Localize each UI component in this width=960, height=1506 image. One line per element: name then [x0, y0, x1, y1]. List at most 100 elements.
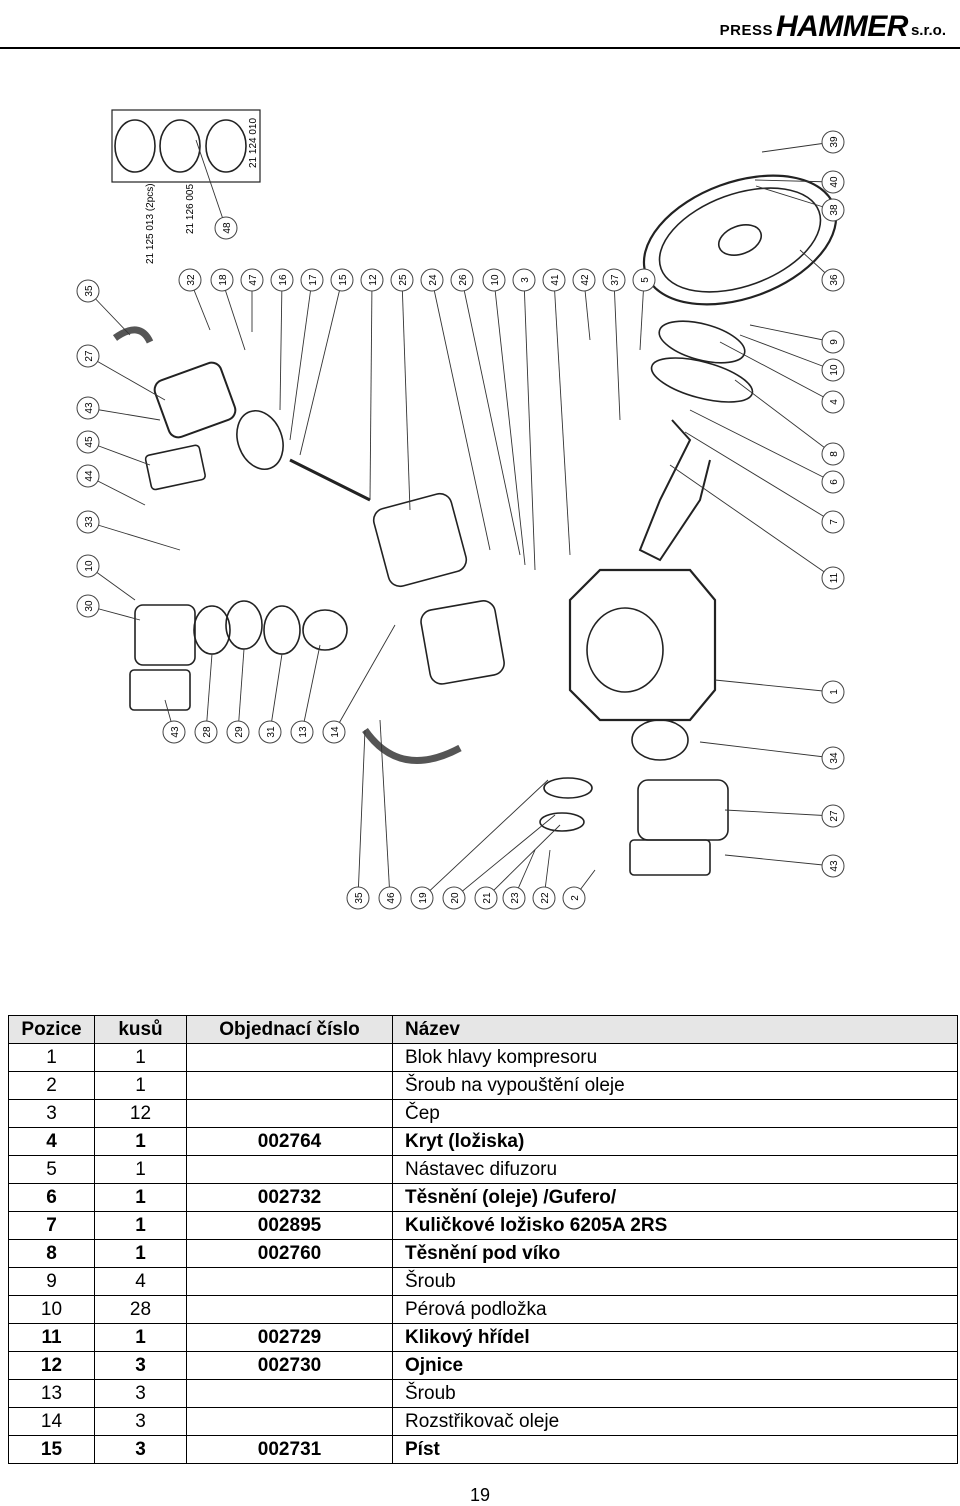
callout: 45 [76, 430, 100, 454]
cell-qty: 1 [94, 1323, 187, 1352]
callout-number: 47 [248, 274, 259, 286]
cell-qty: 1 [94, 1239, 187, 1268]
cell-code: 002729 [186, 1323, 393, 1352]
callout-number: 21 [482, 892, 493, 904]
cell-qty: 3 [94, 1407, 187, 1436]
cell-pos: 9 [8, 1267, 95, 1296]
cylinder-lower [420, 600, 505, 685]
table-header-row: Pozice kusů Objednací číslo Název [8, 1015, 958, 1044]
cell-name: Kryt (ložiska) [392, 1127, 958, 1156]
callout-number: 10 [84, 560, 95, 572]
callout-number: 43 [829, 860, 840, 872]
cell-pos: 4 [8, 1127, 95, 1156]
callout-number: 41 [550, 274, 561, 286]
flex-pipe-top [112, 326, 154, 344]
brand-logo: PRESS HAMMER s.r.o. [720, 6, 946, 44]
head-right [637, 779, 729, 841]
cell-name: Klikový hřídel [392, 1323, 958, 1352]
pulley-hub [717, 224, 763, 256]
filter-right [629, 839, 711, 876]
cell-pos: 12 [8, 1351, 95, 1380]
callout-number: 9 [829, 339, 840, 345]
cell-code: 002732 [186, 1183, 393, 1212]
leader-line [749, 324, 834, 343]
leader-line [739, 334, 834, 371]
callout-number: 46 [386, 892, 397, 904]
leader-line [301, 644, 321, 733]
cell-qty: 12 [94, 1099, 187, 1128]
brand-suffix: s.r.o. [910, 22, 946, 39]
callout: 3 [512, 268, 536, 292]
callout: 24 [420, 268, 444, 292]
callout-number: 27 [829, 810, 840, 822]
callout: 5 [632, 268, 656, 292]
callout: 43 [76, 396, 100, 420]
callout-number: 33 [84, 516, 95, 528]
callout-number: 30 [84, 600, 95, 612]
callout: 43 [162, 720, 186, 744]
inset-box [111, 109, 261, 183]
cell-pos: 3 [8, 1099, 95, 1128]
leader-line [553, 279, 571, 556]
cell-name: Čep [392, 1099, 958, 1128]
leader-line [431, 279, 491, 551]
callout-number: 26 [458, 274, 469, 286]
callout: 18 [210, 268, 234, 292]
piston-right [631, 719, 689, 761]
cell-qty: 1 [94, 1211, 187, 1240]
callout-number: 15 [338, 274, 349, 286]
callout: 1 [821, 680, 845, 704]
cell-name: Kuličkové ložisko 6205A 2RS [392, 1211, 958, 1240]
pulley-inner [658, 187, 822, 293]
callout: 34 [821, 746, 845, 770]
callout: 25 [390, 268, 414, 292]
leader-line [299, 279, 343, 456]
leader-line [221, 279, 246, 351]
cell-name: Těsnění (oleje) /Gufero/ [392, 1183, 958, 1212]
piston-mid [302, 609, 348, 651]
callout: 44 [76, 464, 100, 488]
leader-line [754, 179, 834, 183]
callout: 28 [194, 720, 218, 744]
leader-line [237, 648, 245, 733]
callout-number: 34 [829, 752, 840, 764]
callout: 46 [378, 886, 402, 910]
leader-line [421, 779, 549, 899]
brand-press: PRESS [719, 22, 773, 39]
cell-code [186, 1379, 393, 1408]
callout: 35 [346, 886, 370, 910]
leader-line [87, 407, 161, 421]
callout-number: 6 [829, 479, 840, 485]
callout-number: 43 [84, 402, 95, 414]
callout-number: 44 [84, 470, 95, 482]
cell-code [186, 1043, 393, 1072]
callout: 15 [330, 268, 354, 292]
inset-label-2: 21 126 005 [185, 184, 196, 234]
leader-line [669, 464, 834, 579]
callout-number: 10 [829, 364, 840, 376]
cell-code: 002731 [186, 1435, 393, 1464]
callout-number: 42 [580, 274, 591, 286]
head-mid-left [134, 604, 196, 666]
gasket-a [193, 605, 231, 655]
cell-qty: 1 [94, 1071, 187, 1100]
callout: 17 [300, 268, 324, 292]
cell-pos: 1 [8, 1043, 95, 1072]
inset-gasket-1 [114, 119, 156, 173]
crankcase [568, 568, 717, 722]
callout-number: 12 [368, 274, 379, 286]
cell-qty: 1 [94, 1043, 187, 1072]
callout: 35 [76, 279, 100, 303]
callout: 11 [821, 566, 845, 590]
cell-code [186, 1267, 393, 1296]
callout-number: 10 [490, 274, 501, 286]
callout-number: 16 [278, 274, 289, 286]
callout-number: 22 [540, 892, 551, 904]
